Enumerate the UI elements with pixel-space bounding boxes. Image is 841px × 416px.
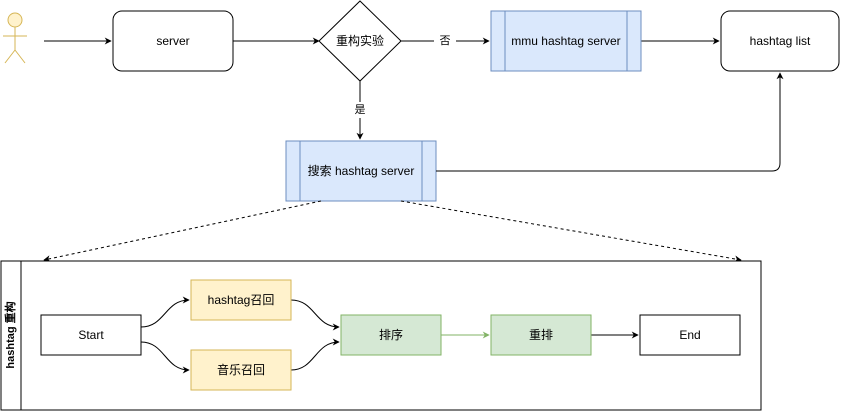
pool-title: hashtag 重构 <box>3 301 17 368</box>
start-label: Start <box>78 328 104 342</box>
edge-search-list <box>436 72 784 172</box>
rerank-label: 重排 <box>529 328 553 342</box>
edge-start-hashtag-recall <box>140 296 190 328</box>
hashtag-list-node[interactable]: hashtag list <box>720 10 840 72</box>
search-hashtag-server-node[interactable]: 搜索 hashtag server <box>285 140 437 202</box>
mmu-hashtag-server-node[interactable]: mmu hashtag server <box>490 10 642 72</box>
rank-node[interactable]: 排序 <box>340 314 442 356</box>
end-label: End <box>679 328 700 342</box>
edge-no-label: 否 <box>440 35 451 47</box>
edge-yes-label: 是 <box>355 103 366 116</box>
decision-node[interactable]: 重构实验 <box>318 0 402 82</box>
rerank-node[interactable]: 重排 <box>490 314 592 356</box>
edge-music-recall-rank <box>290 338 340 371</box>
edge-dashed-left <box>43 200 322 263</box>
search-hashtag-server-label: 搜索 hashtag server <box>308 163 415 178</box>
server-node[interactable]: server <box>112 10 234 72</box>
edge-yes-label-bg <box>351 102 369 118</box>
edge-start-music-recall <box>140 341 190 374</box>
actor-icon <box>3 12 27 64</box>
server-label: server <box>156 34 189 48</box>
rank-label: 排序 <box>379 327 403 342</box>
start-node[interactable]: Start <box>40 314 142 356</box>
hashtag-recall-node[interactable]: hashtag召回 <box>190 279 292 321</box>
hashtag-recall-label: hashtag召回 <box>208 293 275 307</box>
decision-label: 重构实验 <box>336 33 384 48</box>
end-node[interactable]: End <box>639 314 741 356</box>
music-recall-label: 音乐召回 <box>217 362 265 377</box>
edge-hashtag-recall-rank <box>290 299 340 331</box>
edge-dashed-right <box>400 200 742 263</box>
mmu-hashtag-server-label: mmu hashtag server <box>511 34 620 48</box>
hashtag-list-label: hashtag list <box>750 34 811 48</box>
edge-no-label-bg <box>434 32 456 48</box>
music-recall-node[interactable]: 音乐召回 <box>190 349 292 391</box>
